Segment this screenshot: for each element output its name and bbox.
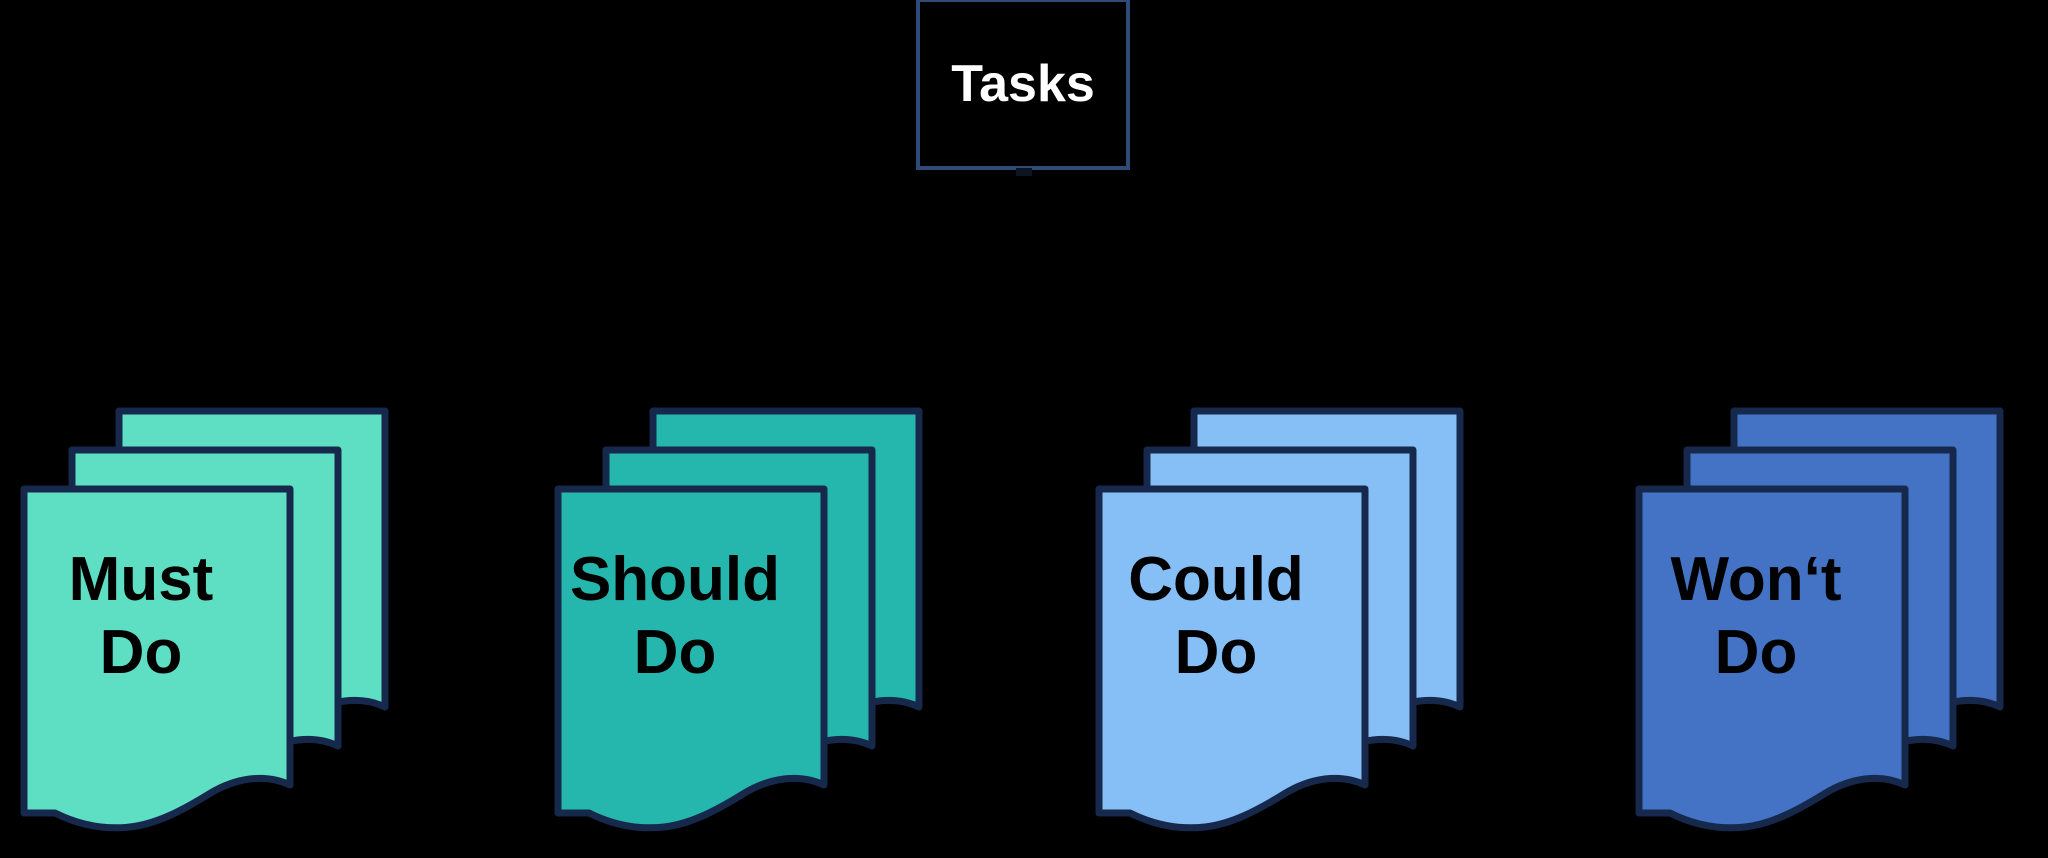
card-stack-should-do[interactable]: Should Do	[494, 0, 964, 858]
card-stack-could-do[interactable]: Could Do	[1035, 0, 1505, 858]
card-stack-wont-do[interactable]: Won‘t Do	[1575, 0, 2045, 858]
multidoc-front-layer[interactable]	[1095, 485, 1369, 832]
multidoc-front-layer[interactable]	[1635, 485, 1909, 832]
root-node-label: Tasks	[951, 55, 1095, 113]
root-node-tasks[interactable]: Tasks	[916, 0, 1130, 170]
multidoc-front-layer[interactable]	[554, 485, 828, 832]
root-connector-stub	[1016, 168, 1032, 176]
card-stack-must-do[interactable]: Must Do	[0, 0, 430, 858]
multidoc-front-layer[interactable]	[20, 485, 294, 832]
